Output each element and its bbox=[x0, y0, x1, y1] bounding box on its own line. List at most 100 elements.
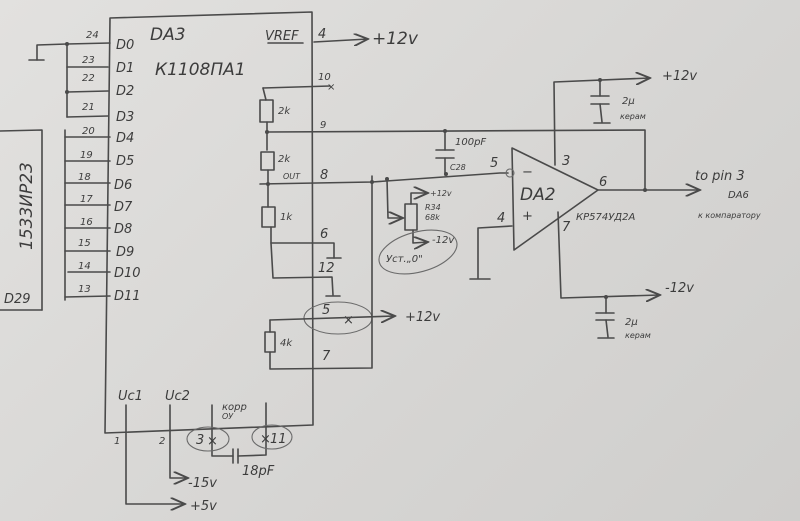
resistor-value: 2k bbox=[278, 154, 291, 165]
da3-part: К1108ПА1 bbox=[155, 60, 246, 80]
da2-opamp: DA2 5 − + 4 КР574УД2А 3 +12v 2µ керам 7 … bbox=[469, 69, 761, 340]
pin5-4k-network: 5 × +12v 4k 7 bbox=[264, 175, 440, 370]
resistor-2k-top bbox=[259, 99, 274, 123]
pin-number: 9 bbox=[320, 120, 326, 131]
cap-value: 2µ bbox=[625, 317, 638, 328]
supply-label: +12v bbox=[405, 310, 440, 325]
no-connect-mark: × bbox=[260, 432, 271, 447]
resistor-value: 2k bbox=[278, 106, 291, 117]
pin-number: 8 bbox=[320, 168, 328, 183]
no-connect-mark: × bbox=[327, 82, 335, 93]
pin-number: 5 bbox=[322, 303, 330, 318]
corr-label: корр bbox=[222, 402, 247, 413]
pin-number: 2 bbox=[159, 436, 165, 447]
da2-ref: DA2 bbox=[520, 185, 556, 205]
plus-sign: + bbox=[522, 209, 533, 224]
da3-ref: DA3 bbox=[150, 25, 186, 45]
resistor-ladder: 10 × 2k 9 2k OUT 8 1k 6 12 bbox=[259, 72, 646, 297]
supply-label: -12v bbox=[432, 235, 455, 246]
pin-number: 20 bbox=[82, 126, 95, 137]
cap-value: 18pF bbox=[242, 464, 275, 479]
correction-capacitor: корр ОУ 3 × × 11 18pF bbox=[186, 402, 293, 479]
no-connect-mark: × bbox=[343, 313, 354, 328]
cap-type: керам bbox=[620, 112, 646, 121]
uc2-label: Uc2 bbox=[165, 389, 190, 404]
pin-label: D4 bbox=[116, 131, 134, 146]
pin-number: 11 bbox=[270, 432, 287, 447]
pin-number: 4 bbox=[497, 211, 505, 226]
pin-number: 10 bbox=[318, 72, 331, 83]
pot-value: 68k bbox=[425, 213, 440, 222]
output-note: DA6 bbox=[728, 190, 749, 201]
resistor-2k-bottom bbox=[260, 151, 275, 171]
da3-input-lines bbox=[64, 42, 111, 298]
d0-d3-ground-tie bbox=[28, 42, 69, 118]
pin-number: 21 bbox=[82, 102, 95, 113]
supply-label: -12v bbox=[665, 281, 694, 296]
pin-label: D11 bbox=[114, 289, 141, 304]
pin-number: 1 bbox=[114, 436, 120, 447]
pin-label: D8 bbox=[114, 222, 132, 237]
supply-label: -15v bbox=[188, 476, 217, 491]
pin-label: D0 bbox=[116, 38, 134, 53]
supply-label: +5v bbox=[190, 499, 217, 514]
pin-label: D2 bbox=[116, 84, 134, 99]
pin-label: D9 bbox=[116, 245, 134, 260]
output-note: к компаратору bbox=[698, 211, 761, 220]
corr-label: ОУ bbox=[222, 412, 234, 421]
out-label: OUT bbox=[283, 172, 301, 181]
minus-sign: − bbox=[522, 165, 533, 180]
supply-label: +12v bbox=[372, 29, 419, 49]
resistor-value: 4k bbox=[280, 338, 293, 349]
pin-number: 7 bbox=[322, 349, 331, 364]
da3-chip: DA3 К1108ПА1 bbox=[104, 11, 314, 434]
pin-label: D1 bbox=[116, 61, 134, 76]
pin-number: 12 bbox=[318, 261, 335, 276]
resistor-1k bbox=[261, 206, 276, 228]
zero-trim-potentiometer: +12v R34 68k -12v Уст.„0" bbox=[378, 177, 458, 275]
pin-number: 14 bbox=[78, 261, 91, 272]
resistor-value: 1k bbox=[280, 212, 293, 223]
pin-number: 19 bbox=[80, 150, 93, 161]
trim-note: Уст.„0" bbox=[386, 254, 423, 265]
pin-label: D6 bbox=[114, 178, 132, 193]
output-note: to pin 3 bbox=[695, 169, 745, 184]
pot-ref: R34 bbox=[425, 203, 441, 212]
pin-number: 5 bbox=[490, 156, 498, 171]
pin-label: D7 bbox=[114, 200, 133, 215]
pin-number: 3 bbox=[562, 154, 570, 169]
pin-number: 18 bbox=[78, 172, 91, 183]
no-connect-mark: × bbox=[207, 434, 218, 449]
pin-number: 22 bbox=[82, 73, 95, 84]
cap-type: керам bbox=[625, 331, 651, 340]
pin-label: D5 bbox=[116, 154, 134, 169]
register-ref: D29 bbox=[4, 292, 31, 307]
register-part: 1533ИР23 bbox=[17, 162, 37, 250]
da3-supply-pins: Uc1 +5v 1 Uc2 -15v 2 bbox=[114, 389, 217, 514]
resistor-4k bbox=[264, 331, 276, 353]
pin-number: 13 bbox=[78, 284, 91, 295]
pin-number: 24 bbox=[86, 30, 99, 41]
supply-label: +12v bbox=[430, 189, 452, 198]
pin-number: 6 bbox=[320, 227, 328, 242]
vref-connection: VREF 4 +12v bbox=[265, 27, 419, 49]
pin-number: 3 bbox=[196, 433, 204, 448]
pin-number: 16 bbox=[80, 217, 93, 228]
cap-ref: C28 bbox=[450, 163, 466, 172]
supply-label: +12v bbox=[662, 69, 697, 84]
pin-number: 17 bbox=[80, 194, 93, 205]
feedback-capacitor: 100pF C28 bbox=[435, 129, 486, 176]
da3-input-labels: 24 D0 23 D1 22 D2 21 D3 20 D4 19 D5 18 D… bbox=[78, 30, 141, 304]
pin-number: 23 bbox=[82, 55, 95, 66]
da2-part: КР574УД2А bbox=[576, 212, 635, 223]
pin-number: 7 bbox=[562, 220, 571, 235]
pin-number: 6 bbox=[599, 175, 607, 190]
cap-value: 100pF bbox=[455, 137, 486, 148]
cap-value: 2µ bbox=[622, 96, 635, 107]
pin-label: D10 bbox=[114, 266, 141, 281]
vref-label: VREF bbox=[265, 29, 299, 44]
uc1-label: Uc1 bbox=[118, 389, 143, 404]
pin-label: D3 bbox=[116, 110, 134, 125]
